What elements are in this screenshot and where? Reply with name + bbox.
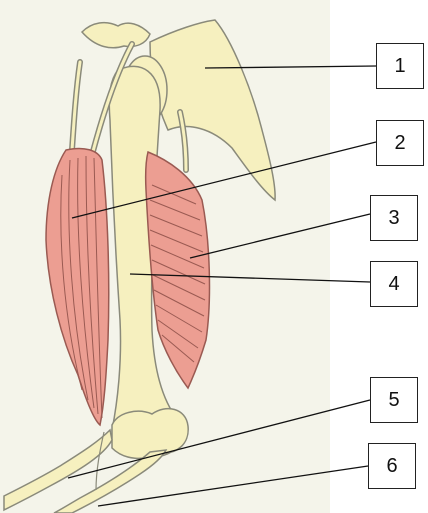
label-4: 4 xyxy=(370,261,418,307)
label-3: 3 xyxy=(370,195,418,241)
label-5: 5 xyxy=(370,377,418,423)
label-1: 1 xyxy=(376,43,424,89)
label-6: 6 xyxy=(368,443,416,489)
label-2: 2 xyxy=(376,120,424,166)
